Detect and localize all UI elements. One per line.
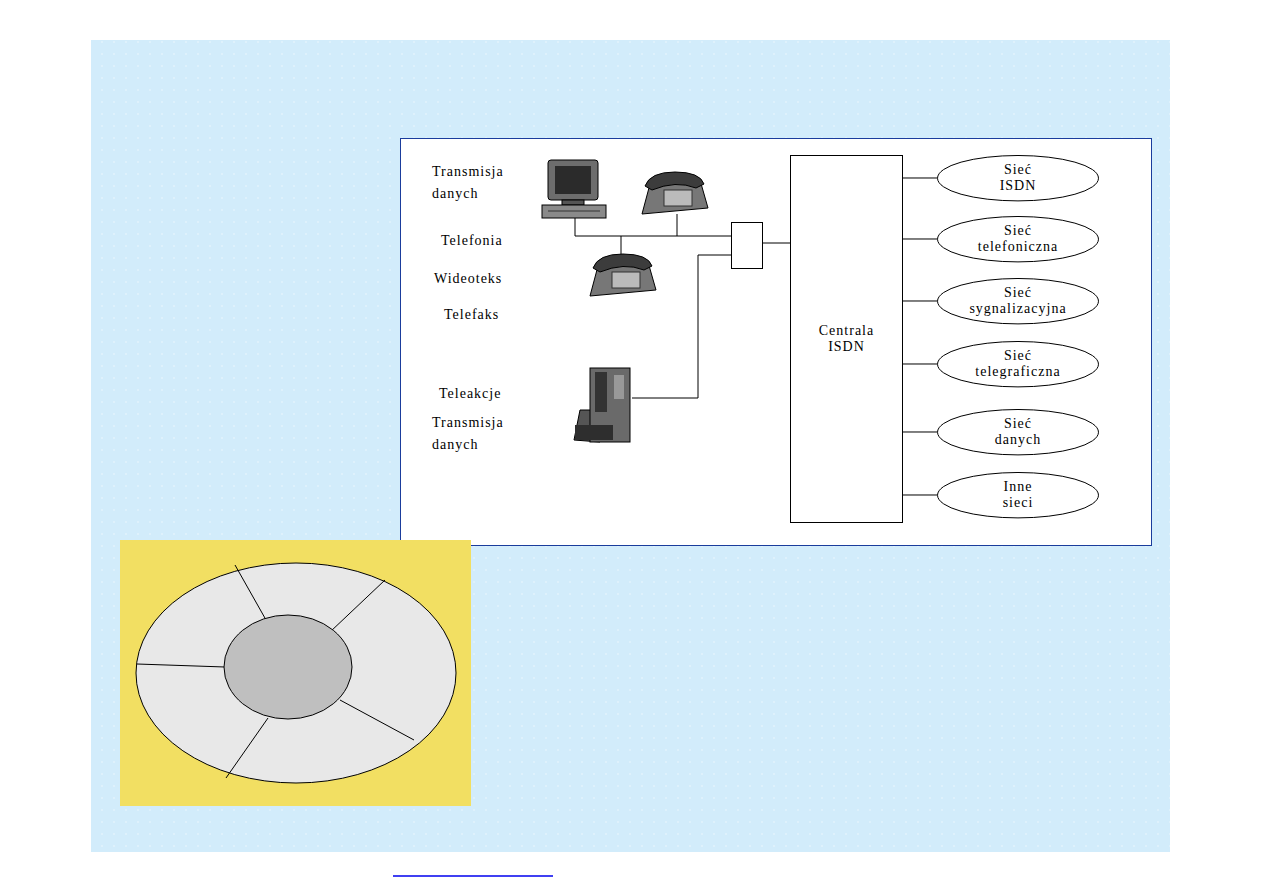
node-label: Sieć telegraficzna — [975, 348, 1060, 380]
service-label: Telefonia — [441, 230, 503, 252]
text-group: Sieć danych — [995, 416, 1041, 448]
connector-line — [903, 177, 937, 178]
terminal-icon — [574, 368, 630, 442]
connector-line — [903, 363, 937, 364]
network-ellipse: Sieć telefoniczna — [937, 216, 1099, 262]
text-group: Sieć telegraficzna — [975, 348, 1060, 380]
text-group: Sieć sygnalizacyjna — [969, 285, 1066, 317]
connector-line — [903, 238, 937, 239]
node-label: Sieć sygnalizacyjna — [969, 285, 1066, 317]
network-ellipse: Sieć ISDN — [937, 155, 1099, 201]
diagram-frame — [401, 139, 1152, 546]
network-ellipse: Sieć danych — [937, 409, 1099, 455]
node-label: Centrala ISDN — [819, 323, 874, 355]
computer-icon — [542, 160, 606, 218]
exchange-box: Centrala ISDN — [790, 155, 903, 523]
text-group: Sieć ISDN — [1000, 162, 1037, 194]
service-label: Transmisja danych — [432, 412, 504, 456]
node-label: Inne sieci — [1003, 479, 1034, 511]
service-label: Transmisja danych — [432, 161, 504, 205]
network-ellipse: Sieć sygnalizacyjna — [937, 278, 1099, 324]
connector-line — [903, 431, 937, 432]
connector-line — [903, 494, 937, 495]
text-group: Centrala ISDN — [819, 323, 874, 355]
link-underline — [393, 875, 553, 877]
background-panel — [91, 40, 1170, 852]
network-ellipse: Inne sieci — [937, 472, 1099, 518]
service-label: Wideoteks — [434, 268, 502, 290]
service-label: Teleakcje — [439, 383, 501, 405]
node-label: Sieć telefoniczna — [978, 223, 1058, 255]
network-terminator — [732, 223, 763, 269]
node-label: Sieć ISDN — [1000, 162, 1037, 194]
ring-picture — [120, 540, 471, 806]
network-ellipse: Sieć telegraficzna — [937, 341, 1099, 387]
service-label: Telefaks — [444, 304, 499, 326]
text-group: Inne sieci — [1003, 479, 1034, 511]
telephone-icon — [590, 254, 656, 296]
connector-line — [903, 300, 937, 301]
text-group: Sieć telefoniczna — [978, 223, 1058, 255]
telephone-icon — [642, 172, 708, 214]
node-label: Sieć danych — [995, 416, 1041, 448]
